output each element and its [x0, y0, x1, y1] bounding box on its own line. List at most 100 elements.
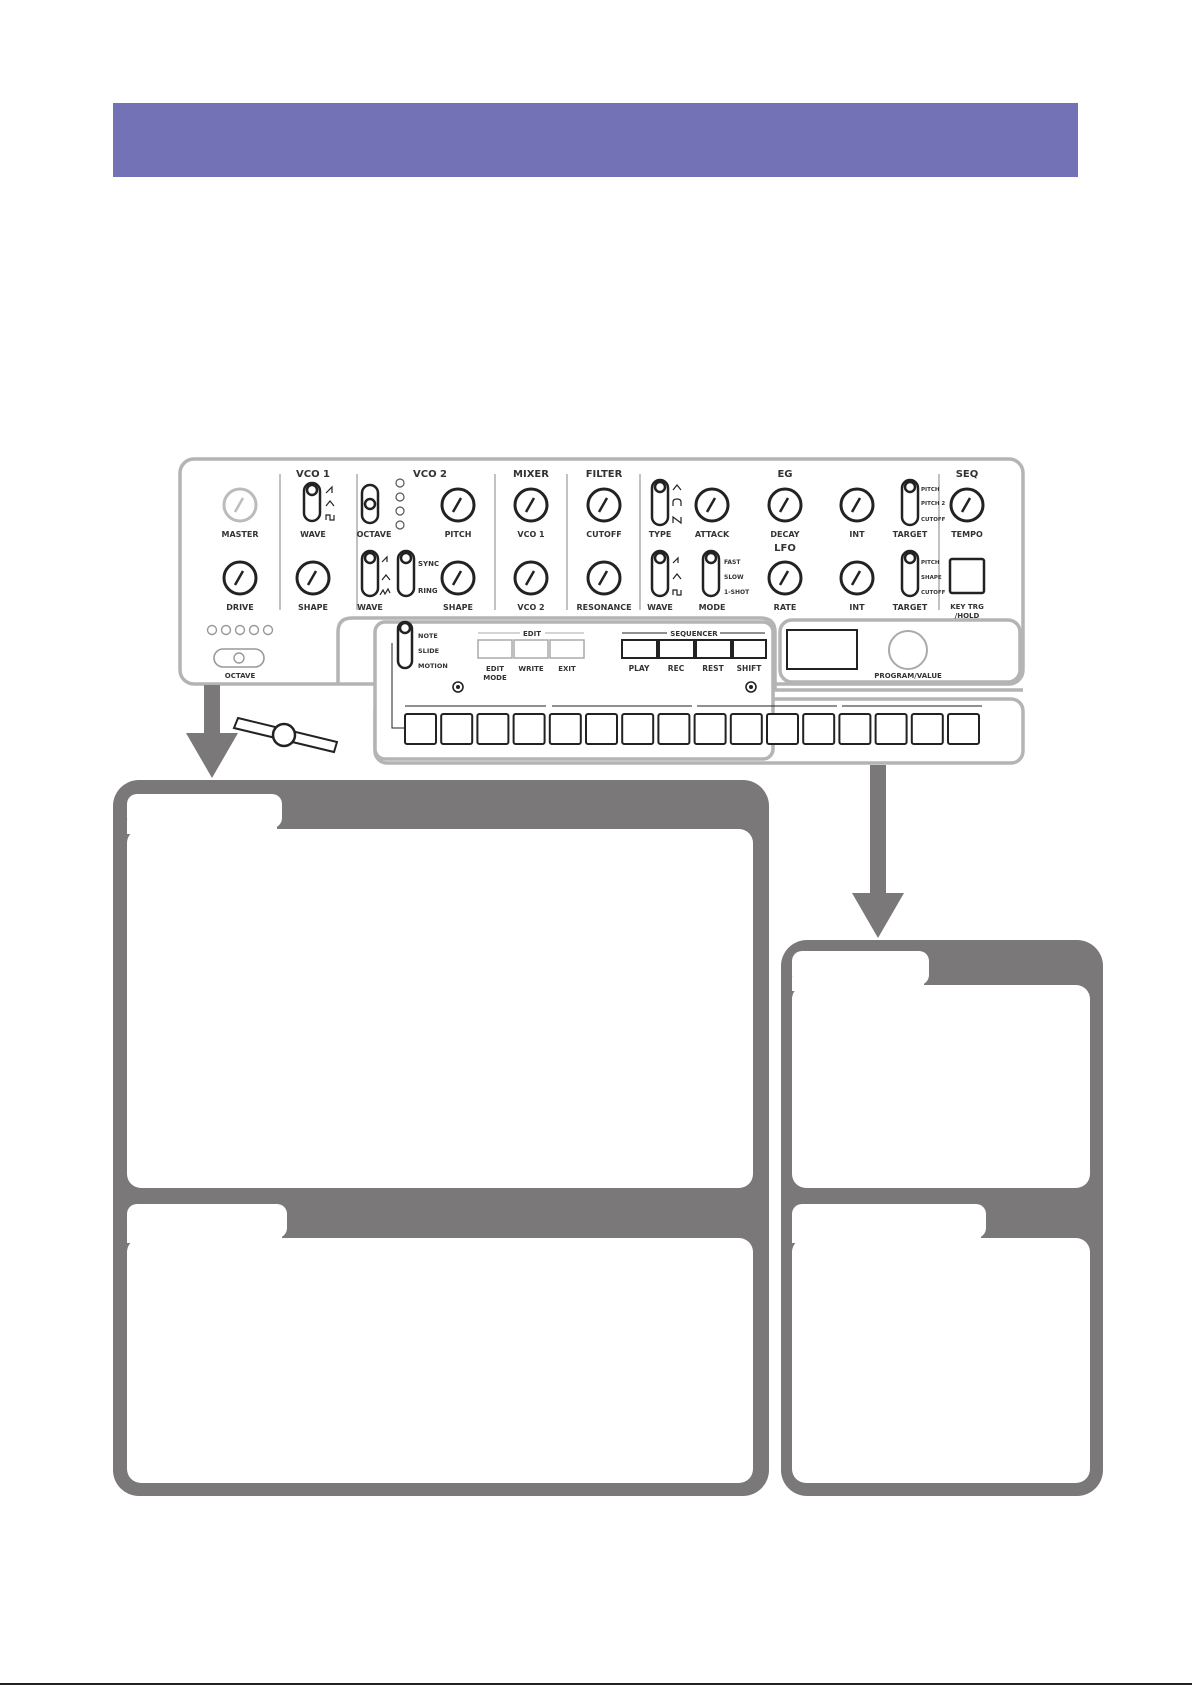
seq-tempo-label: TEMPO — [951, 530, 983, 539]
lfo-mode-label: MODE — [699, 603, 726, 612]
eg-int-label: INT — [849, 530, 865, 539]
shift-label: SHIFT — [737, 664, 763, 673]
mixer-vco2-label: VCO 2 — [517, 603, 544, 612]
step-key[interactable] — [838, 713, 872, 745]
eg-target-label: TARGET — [893, 530, 928, 539]
exit-label: EXIT — [558, 665, 576, 673]
filter-title: FILTER — [586, 469, 623, 480]
program-value-label: PROGRAM/VALUE — [874, 672, 942, 680]
step-key[interactable] — [766, 713, 799, 745]
vco2-shape-label: SHAPE — [443, 603, 473, 612]
mixer-section: MIXER VCO 1 VCO 2 — [513, 469, 549, 612]
play-label: PLAY — [629, 664, 650, 673]
step-key[interactable] — [476, 713, 510, 745]
step-keys — [404, 713, 980, 745]
mixer-title: MIXER — [513, 469, 549, 480]
write-label: WRITE — [518, 665, 543, 673]
step-key[interactable] — [657, 713, 691, 745]
tab-label-top-right — [792, 951, 929, 985]
vco2-octave-label: OCTAVE — [357, 530, 392, 539]
sequencer-group: SEQUENCER PLAY REC REST SHIFT — [621, 630, 767, 693]
eg-target-option: PITCH — [921, 487, 940, 493]
rest-button[interactable] — [695, 639, 732, 659]
edit-title: EDIT — [523, 630, 541, 638]
edit-mode-button[interactable] — [477, 639, 513, 659]
rec-button[interactable] — [658, 639, 695, 659]
lfo-target-label: TARGET — [893, 603, 928, 612]
step-key[interactable] — [693, 713, 727, 745]
octave-led-row — [206, 624, 274, 636]
eg-type-label: TYPE — [649, 530, 672, 539]
lfo-title: LFO — [774, 543, 796, 554]
rec-label: REC — [668, 664, 685, 673]
content-box-top-right — [792, 985, 1090, 1188]
lfo-mode-option: FAST — [724, 559, 741, 566]
step-key[interactable] — [404, 713, 437, 745]
step-key[interactable] — [910, 713, 944, 745]
arrow-down-left — [186, 685, 238, 778]
edit-group: EDIT EDIT MODE WRITE EXIT — [477, 630, 585, 682]
vco2-title: VCO 2 — [413, 469, 447, 480]
mixer-vco1-label: VCO 1 — [517, 530, 545, 539]
step-key[interactable] — [548, 713, 582, 745]
play-button[interactable] — [621, 639, 658, 659]
vco1-section: VCO 1 WAVE SHAPE — [295, 469, 335, 612]
write-button[interactable] — [513, 639, 549, 659]
tab-label-top-left — [127, 794, 282, 828]
eg-title: EG — [777, 469, 792, 480]
shift-button[interactable] — [732, 639, 767, 659]
eg-target-option: PITCH 2 — [921, 501, 945, 507]
vco1-shape-label: SHAPE — [298, 603, 328, 612]
lfo-mode-option: 1-SHOT — [724, 589, 750, 596]
hold-label: /HOLD — [955, 612, 980, 620]
sequencer-title: SEQUENCER — [670, 630, 718, 638]
vco2-ring-label: RING — [418, 587, 438, 595]
exit-button[interactable] — [549, 639, 585, 659]
page-bottom-rule — [0, 1683, 1192, 1685]
step-key[interactable] — [512, 713, 546, 745]
drive-label: DRIVE — [226, 603, 253, 612]
step-key[interactable] — [874, 713, 908, 745]
vco2-pitch-label: PITCH — [445, 530, 472, 539]
motion-option: NOTE — [418, 632, 438, 640]
content-box-top-left — [127, 829, 753, 1188]
slider-handle — [232, 716, 339, 754]
program-value-knob[interactable] — [888, 630, 928, 670]
seq-section: SEQ TEMPO KEY TRG /HOLD — [948, 469, 986, 620]
rest-label: REST — [702, 664, 724, 673]
filter-resonance-label: RESONANCE — [576, 603, 631, 612]
lfo-rate-label: RATE — [774, 603, 797, 612]
eg-attack-label: ATTACK — [695, 530, 730, 539]
step-key[interactable] — [729, 713, 763, 745]
step-key[interactable] — [440, 713, 474, 745]
step-key[interactable] — [802, 713, 836, 745]
step-key[interactable] — [585, 713, 618, 745]
step-key[interactable] — [947, 713, 980, 745]
master-label: MASTER — [222, 530, 259, 539]
content-box-bottom-right — [792, 1238, 1090, 1483]
filter-cutoff-label: CUTOFF — [586, 530, 622, 539]
display-screen — [786, 629, 858, 670]
vco2-wave-label: WAVE — [357, 603, 383, 612]
vco2-octave-leds — [395, 478, 405, 530]
master-section: MASTER DRIVE OCTAVE — [206, 487, 274, 680]
key-trg-hold-button[interactable] — [948, 557, 986, 595]
octave-label: OCTAVE — [225, 672, 256, 680]
step-key[interactable] — [621, 713, 655, 745]
eg-decay-label: DECAY — [770, 530, 799, 539]
vco1-wave-label: WAVE — [300, 530, 326, 539]
eg-target-option: CUTOFF — [921, 517, 946, 523]
lfo-int-label: INT — [849, 603, 865, 612]
left-info-frame — [113, 780, 769, 1496]
edit-mode-sub-label: MODE — [483, 674, 507, 682]
vco2-sync-label: SYNC — [418, 560, 439, 568]
filter-section: FILTER CUTOFF RESONANCE — [576, 469, 631, 612]
eg-section: EG TYPE ATTACK DECAY INT PITCH PITCH 2 C… — [649, 469, 946, 539]
motion-option: SLIDE — [418, 647, 439, 655]
edit-button-label: EDIT — [486, 665, 504, 673]
right-info-frame — [781, 940, 1103, 1496]
lfo-target-option: PITCH — [921, 560, 940, 566]
lfo-target-option: SHAPE — [921, 575, 942, 581]
section-header-bar — [113, 103, 1078, 177]
